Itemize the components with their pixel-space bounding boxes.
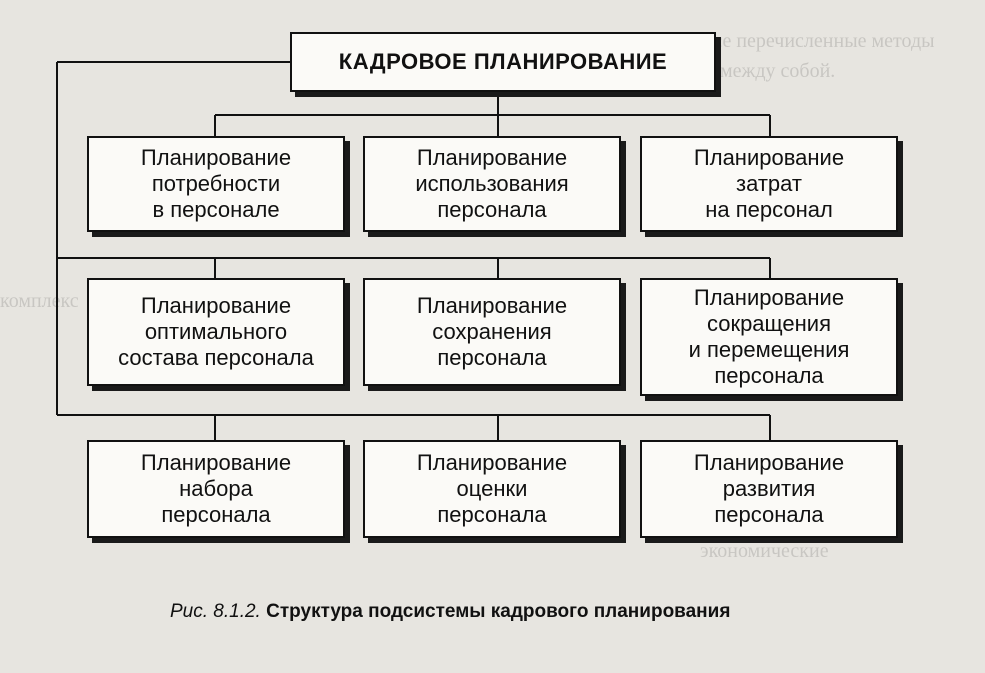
node-staff-development: Планирование развития персонала (640, 440, 898, 538)
figure-caption: Рис. 8.1.2. Структура подсистемы кадрово… (170, 601, 730, 623)
node-label: Планирование оценки персонала (416, 450, 568, 527)
node-staff-assessment: Планирование оценки персонала (363, 440, 621, 538)
background-text: комплекс (0, 290, 79, 312)
node-optimal-composition: Планирование оптимального состава персон… (87, 278, 345, 386)
node-label: Планирование оптимального состава персон… (118, 293, 314, 370)
root-node: КАДРОВОЕ ПЛАНИРОВАНИЕ (290, 32, 716, 92)
background-text: между собой. (720, 60, 836, 82)
background-text: экономические (700, 540, 829, 562)
node-staff-use: Планирование использования персонала (363, 136, 621, 232)
node-label: Планирование использования персонала (415, 145, 569, 222)
node-label: Планирование сохранения персонала (416, 293, 568, 370)
node-label: Планирование потребности в персонале (140, 145, 292, 222)
node-reduction-transfer: Планирование сокращения и перемещения пе… (640, 278, 898, 396)
node-staff-needs: Планирование потребности в персонале (87, 136, 345, 232)
root-node-label: КАДРОВОЕ ПЛАНИРОВАНИЕ (338, 49, 668, 74)
background-text: Все перечисленные методы (700, 30, 935, 52)
node-label: Планирование затрат на персонал (693, 145, 845, 222)
figure-number: Рис. 8.1.2. (170, 601, 261, 622)
node-label: Планирование развития персонала (693, 450, 845, 527)
node-label: Планирование набора персонала (140, 450, 292, 527)
node-staff-retention: Планирование сохранения персонала (363, 278, 621, 386)
figure-title: Структура подсистемы кадрового планирова… (266, 601, 731, 622)
node-label: Планирование сокращения и перемещения пе… (688, 285, 850, 388)
node-staff-costs: Планирование затрат на персонал (640, 136, 898, 232)
node-staff-recruitment: Планирование набора персонала (87, 440, 345, 538)
